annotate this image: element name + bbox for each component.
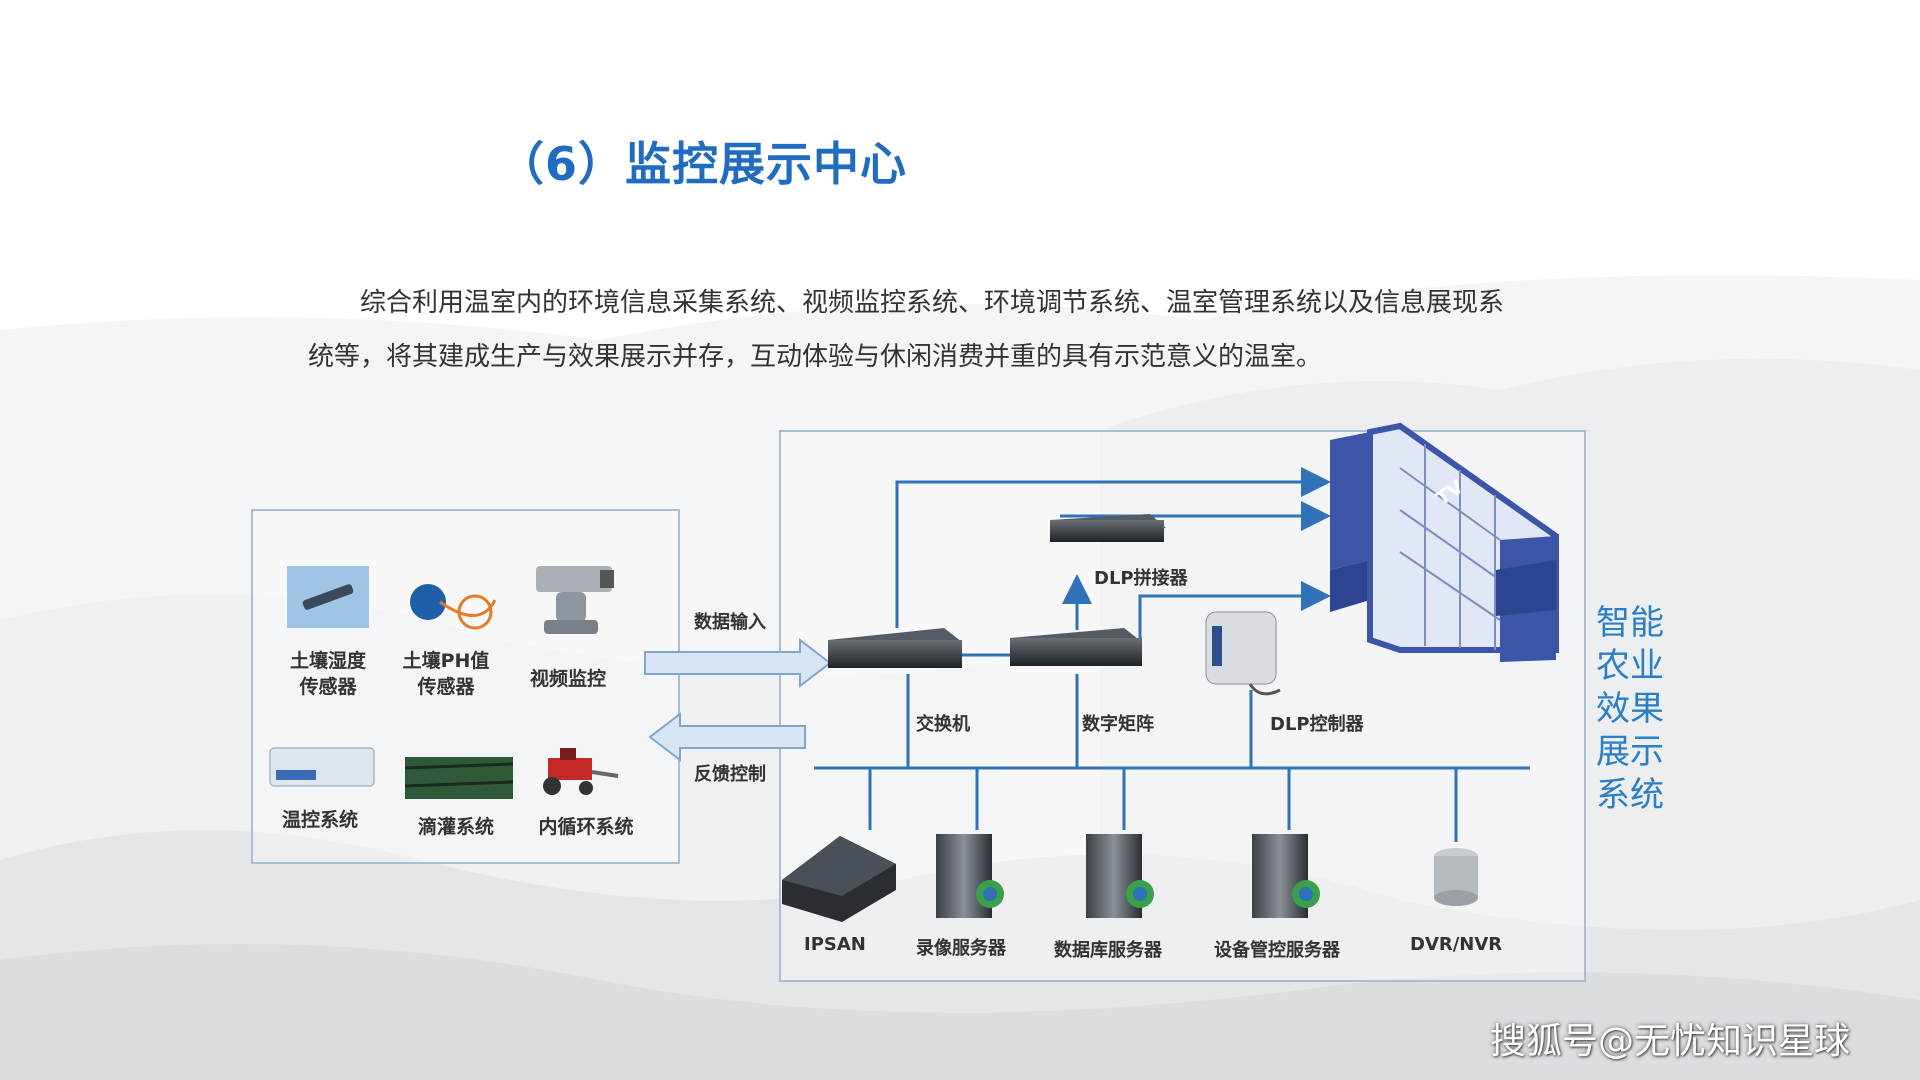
switch-icon (828, 628, 962, 668)
side-label-line: 系统 (1596, 775, 1664, 815)
database-server-icon (1086, 834, 1154, 918)
tractor-icon (543, 748, 619, 795)
soil-humidity-sensor-icon (287, 566, 369, 628)
data-input-label: 数据输入 (694, 612, 766, 633)
dlp-splicer-icon (1050, 514, 1166, 542)
side-label-line: 效果 (1596, 689, 1664, 729)
matrix-label: 数字矩阵 (1082, 714, 1154, 735)
drip-irrigation-icon (404, 757, 514, 799)
temp-control-label: 温控系统 (281, 809, 358, 831)
soil-ph-sensor-icon (410, 584, 497, 630)
soil-humidity-label-line2: 传感器 (299, 676, 357, 698)
page-title: （6）监控展示中心 (498, 137, 908, 191)
recording-server-label: 录像服务器 (916, 938, 1006, 959)
feedback-control-label: 反馈控制 (694, 764, 766, 785)
circulation-label: 内循环系统 (538, 816, 634, 838)
dlp-controller-label: DLP控制器 (1270, 714, 1364, 735)
system-side-label: 智能 农业 效果 展示 系统 (1590, 602, 1670, 817)
dlp-splicer-label: DLP拼接器 (1094, 568, 1188, 589)
video-camera-icon (536, 566, 614, 634)
side-label-line: 农业 (1596, 646, 1664, 686)
switch-label: 交换机 (916, 714, 970, 735)
intro-paragraph: 综合利用温室内的环境信息采集系统、视频监控系统、环境调节系统、温室管理系统以及信… (308, 288, 1505, 372)
side-label-line: 展示 (1596, 732, 1664, 772)
ipsan-label: IPSAN (804, 934, 866, 955)
recording-server-icon (936, 834, 1004, 918)
database-server-label: 数据库服务器 (1054, 940, 1162, 961)
dlp-controller-icon (1205, 611, 1281, 696)
data-input-arrow (644, 637, 832, 689)
ipsan-icon (782, 836, 896, 922)
video-monitor-label: 视频监控 (529, 668, 606, 690)
soil-humidity-label-line1: 土壤湿度 (289, 650, 366, 672)
drip-irrigation-label: 滴灌系统 (417, 816, 494, 838)
digital-matrix-icon (1010, 628, 1142, 666)
soil-ph-label-line1: 土壤PH值 (402, 650, 490, 672)
device-management-server-icon (1252, 834, 1320, 918)
tv-video-wall-icon (1330, 422, 1559, 662)
dvr-nvr-label: DVR/NVR (1410, 934, 1503, 955)
side-label-line: 智能 (1596, 603, 1664, 643)
air-conditioner-icon (269, 747, 375, 787)
watermark: 搜狐号@无忧知识星球 (1490, 1021, 1851, 1062)
feedback-control-arrow (648, 711, 806, 763)
dvr-nvr-icon (1434, 848, 1478, 906)
soil-ph-label-line2: 传感器 (417, 676, 475, 698)
device-server-label: 设备管控服务器 (1214, 940, 1340, 961)
